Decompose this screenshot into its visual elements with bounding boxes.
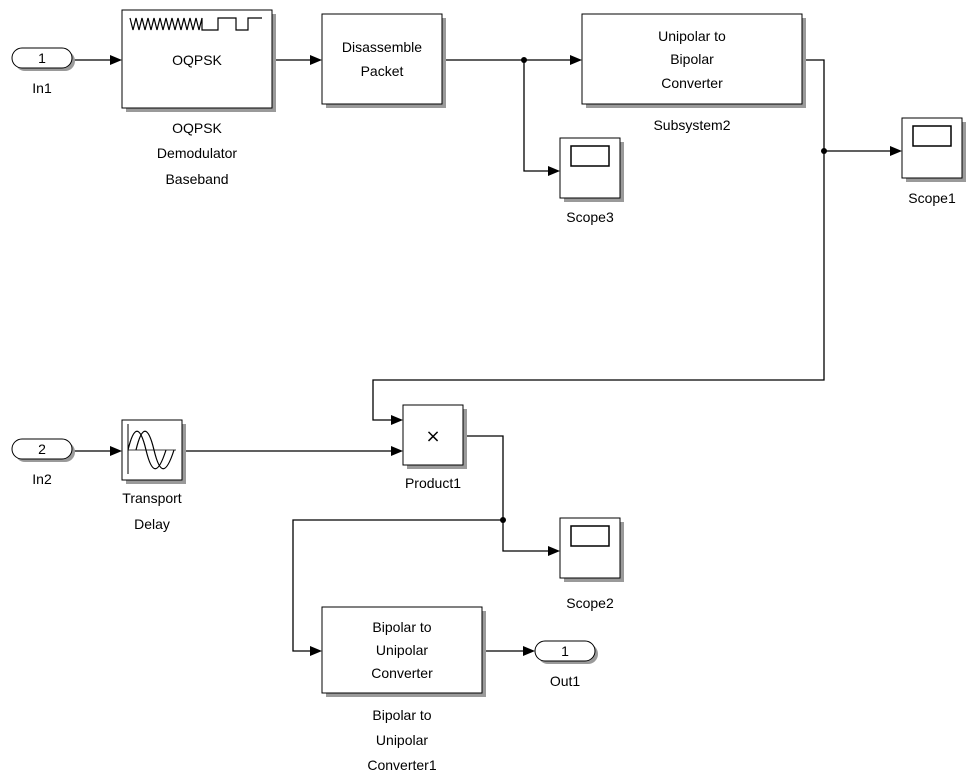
- block-text: OQPSK: [172, 52, 222, 68]
- block-label: Scope2: [566, 595, 614, 611]
- block-label-line2: Unipolar: [376, 732, 428, 748]
- product1-block[interactable]: × Product1: [402, 404, 467, 491]
- block-body: [321, 606, 483, 694]
- block-text-line2: Packet: [361, 63, 404, 79]
- arrow-head: [310, 646, 322, 656]
- block-label-line3: Baseband: [165, 171, 228, 187]
- signal-lines: [73, 55, 902, 656]
- block-label: Product1: [405, 475, 461, 491]
- branch-point: [521, 57, 527, 63]
- block-label-line1: Bipolar to: [372, 707, 431, 723]
- scope-screen-icon: [912, 125, 952, 147]
- inport-label: In1: [32, 80, 52, 96]
- outport-label: Out1: [550, 673, 581, 689]
- arrow-head: [523, 646, 535, 656]
- inport-in1[interactable]: 1 In1: [11, 47, 75, 96]
- block-label: Scope1: [908, 190, 956, 206]
- outport-out1[interactable]: 1 Out1: [534, 640, 598, 689]
- arrow-head: [548, 166, 560, 176]
- block-body: [121, 9, 273, 109]
- block-body: [559, 517, 621, 579]
- arrow-head: [110, 55, 122, 65]
- block-text-line3: Converter: [371, 665, 433, 681]
- outport-shape: [534, 640, 596, 662]
- block-text-line1: Disassemble: [342, 39, 422, 55]
- block-label-line2: Delay: [134, 516, 170, 532]
- wire-product1-bipolar[interactable]: [292, 519, 503, 652]
- inport-in2[interactable]: 2 In2: [11, 438, 75, 487]
- block-body: [402, 404, 464, 466]
- block-body: [581, 13, 803, 105]
- block-text-line1: Bipolar to: [372, 619, 431, 635]
- block-label-line3: Converter1: [367, 757, 436, 773]
- wave-icon: [129, 17, 262, 31]
- block-label: Scope3: [566, 209, 614, 225]
- inport-number: 1: [38, 50, 46, 66]
- oqpsk-demodulator-block[interactable]: OQPSK OQPSK Demodulator Baseband: [121, 9, 276, 187]
- bipolar-to-unipolar-block[interactable]: Bipolar to Unipolar Converter Bipolar to…: [321, 606, 486, 773]
- block-label-line1: Transport: [122, 490, 182, 506]
- block-text-line3: Converter: [661, 75, 723, 91]
- block-label-line2: Demodulator: [157, 145, 237, 161]
- arrow-head: [110, 446, 122, 456]
- wire-subsystem2-product1[interactable]: [372, 59, 825, 421]
- block-text-line2: Unipolar: [376, 642, 428, 658]
- block-text-line2: Bipolar: [670, 51, 714, 67]
- disassemble-packet-block[interactable]: Disassemble Packet: [321, 13, 446, 108]
- inport-shape: [11, 438, 73, 460]
- subsystem2-block[interactable]: Unipolar to Bipolar Converter Subsystem2: [581, 13, 806, 133]
- block-body: [321, 13, 443, 105]
- inport-number: 2: [38, 441, 46, 457]
- arrow-head: [391, 415, 403, 425]
- scope3-block[interactable]: Scope3: [559, 137, 624, 225]
- wire-branch-scope3[interactable]: [523, 60, 550, 172]
- block-label-line1: OQPSK: [172, 120, 222, 136]
- scope-screen-icon: [570, 145, 610, 167]
- scope1-block[interactable]: Scope1: [901, 117, 966, 206]
- arrow-head: [570, 55, 582, 65]
- arrow-head: [391, 446, 403, 456]
- arrow-head: [890, 146, 902, 156]
- scope2-block[interactable]: Scope2: [559, 517, 624, 611]
- inport-label: In2: [32, 471, 52, 487]
- branch-point: [821, 148, 827, 154]
- outport-number: 1: [561, 643, 569, 659]
- scope-screen-icon: [570, 525, 610, 547]
- block-label: Subsystem2: [653, 117, 730, 133]
- arrow-head: [548, 546, 560, 556]
- transport-delay-block[interactable]: Transport Delay: [121, 419, 186, 532]
- wire-product1-scope2[interactable]: [463, 435, 550, 552]
- arrow-head: [310, 55, 322, 65]
- block-text-line1: Unipolar to: [658, 28, 726, 44]
- branch-point: [500, 517, 506, 523]
- multiply-icon: ×: [425, 426, 440, 447]
- transport-delay-icon: [127, 424, 176, 474]
- inport-shape: [11, 47, 73, 69]
